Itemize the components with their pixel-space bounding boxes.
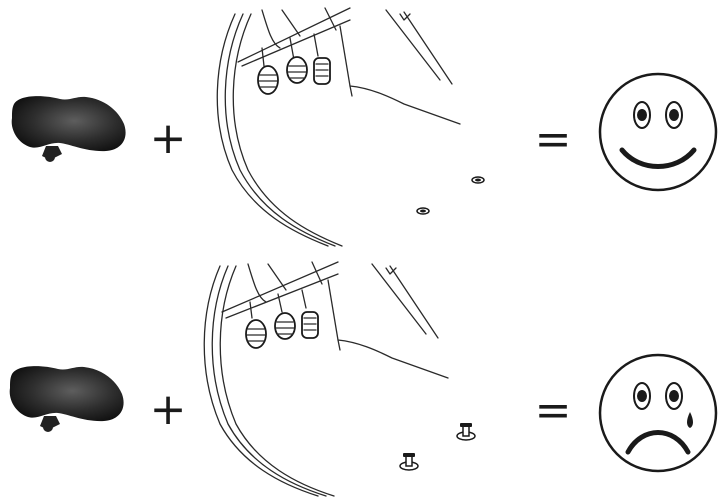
car-footwell-icon [216, 7, 485, 247]
happy-face-icon [598, 72, 718, 192]
sad-face-icon [598, 353, 718, 473]
equation-row-top: + [11, 7, 718, 247]
floor-mat-icon [11, 96, 126, 162]
equals-sign: = [535, 385, 572, 436]
tear-drop-icon [687, 412, 693, 428]
equals-sign: = [535, 114, 572, 165]
plus-sign: + [150, 384, 187, 435]
car-footwell-icon [203, 261, 476, 497]
floor-mat-icon [9, 366, 124, 432]
equation-row-bottom: + [9, 261, 718, 497]
plus-sign: + [150, 113, 187, 164]
